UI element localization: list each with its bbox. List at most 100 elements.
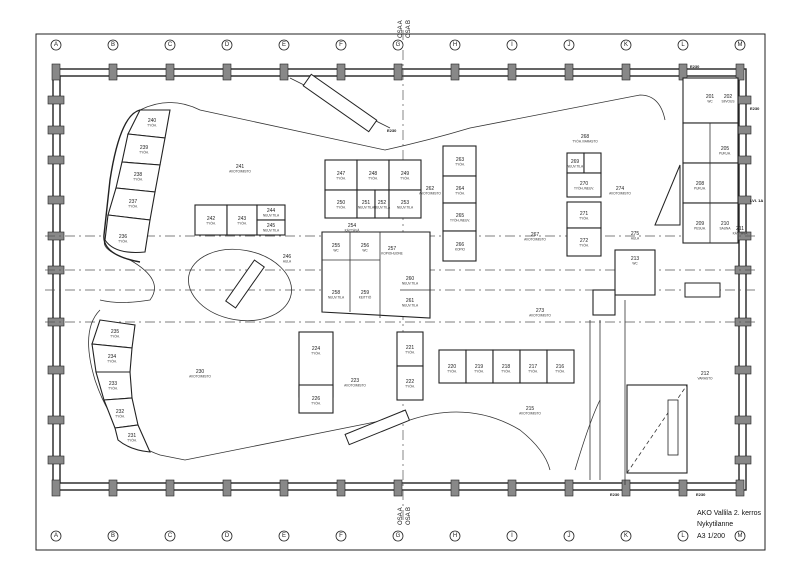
room-number: 268: [581, 134, 590, 140]
grid-marker-circle: [50, 530, 62, 542]
room-number: 231: [128, 433, 137, 439]
room-number: 253: [401, 200, 410, 206]
room-number: 237: [129, 199, 138, 205]
grid-marker-label: J: [568, 42, 571, 48]
room-number: 263: [456, 157, 465, 163]
room-name: NEUV.TILA: [263, 229, 280, 233]
grid-marker-label: J: [568, 533, 571, 539]
column: [165, 63, 175, 81]
grid-marker-label: B: [111, 533, 115, 539]
grid-marker-label: E: [282, 533, 286, 539]
room-number: 233: [109, 381, 118, 387]
room-name: TYÖH.: [528, 370, 538, 374]
room-name: TYÖH.: [147, 124, 157, 128]
title-line-2: Nykytilanne: [697, 521, 733, 528]
grid-marker-label: F: [339, 533, 343, 539]
room-number: 241: [236, 164, 245, 170]
column: [165, 479, 175, 497]
grid-marker-label: H: [453, 533, 457, 539]
room-number: 212: [701, 371, 710, 377]
room-number: 245: [267, 223, 276, 229]
room-number: 249: [401, 171, 410, 177]
column: [450, 479, 460, 497]
room-name: TYÖH.: [336, 206, 346, 210]
room-number: 211: [736, 226, 744, 232]
room-name: AULA: [631, 237, 640, 241]
grid-marker-label: F: [339, 42, 343, 48]
grid-marker-circle: [506, 39, 518, 51]
column: [507, 63, 517, 81]
room-name: NEUV.TILA: [263, 214, 280, 218]
column: [564, 479, 574, 497]
room-name: TYÖH.: [368, 177, 378, 181]
grid-marker-label: G: [396, 533, 401, 539]
column: [51, 63, 61, 81]
grid-marker-label: I: [511, 533, 513, 539]
column: [734, 415, 752, 425]
room-number: 260: [406, 276, 415, 282]
room-number: 244: [267, 208, 276, 214]
room-number: 239: [140, 145, 149, 151]
grid-marker-label: D: [225, 533, 230, 539]
room-name: PESUH.: [694, 227, 706, 231]
room-number: 205: [721, 146, 730, 152]
column: [108, 63, 118, 81]
room-block-269-272: [566, 152, 602, 257]
room-name: WC: [632, 262, 638, 266]
room-block-216-220: [438, 349, 575, 384]
column: [47, 95, 65, 105]
room-number: 218: [502, 364, 511, 370]
room-block-224-226: [298, 331, 334, 414]
room-name: KÄYTÄVÄ: [345, 229, 361, 233]
grid-marker-label: G: [396, 42, 401, 48]
grid-marker-circle: [278, 530, 290, 542]
column: [735, 63, 745, 81]
grid-marker-circle: [392, 530, 404, 542]
room-block-221-222: [396, 331, 424, 401]
room-number: 208: [696, 181, 705, 187]
level-mark: E230: [750, 106, 760, 111]
room-name: KEITTIÖ: [359, 296, 372, 300]
grid-marker-label: K: [624, 42, 628, 48]
room-name: TYÖH./VARASTO: [572, 140, 598, 144]
room-name: NEUV.TILA: [374, 206, 391, 210]
column: [678, 479, 688, 497]
room-name: TYÖH.: [579, 244, 589, 248]
column: [734, 365, 752, 375]
room-name: AVOTOIMISTO: [189, 375, 211, 379]
column: [108, 479, 118, 497]
room-number: 251: [362, 200, 371, 206]
column: [734, 455, 752, 465]
grid-marker-label: H: [453, 42, 457, 48]
room-name: TYÖH.: [127, 439, 137, 443]
room-block-263-266: [442, 145, 477, 262]
room-name: TYÖH.: [206, 222, 216, 226]
room-name: NEUV.TILA: [402, 282, 419, 286]
room-name: AVOTOIMISTO: [229, 170, 251, 174]
title-line-3: A3 1/200: [697, 533, 725, 540]
grid-marker-circle: [335, 530, 347, 542]
room-block-212: [626, 384, 688, 474]
room-number: 217: [529, 364, 538, 370]
room-number: 250: [337, 200, 346, 206]
drawing-border: [35, 33, 766, 551]
room-number: 247: [337, 171, 346, 177]
room-number: 222: [406, 379, 415, 385]
column: [393, 63, 403, 81]
grid-marker-circle: [449, 39, 461, 51]
room-name: TYÖH.: [405, 385, 415, 389]
grid-marker-label: L: [681, 42, 685, 48]
grid-marker-circle: [620, 39, 632, 51]
grid-marker-circle: [107, 39, 119, 51]
grid-marker-label: I: [511, 42, 513, 48]
room-number: 252: [378, 200, 387, 206]
room-name: AVOTOIMISTO: [609, 192, 631, 196]
room-name: TYÖH.: [455, 192, 465, 196]
room-name: TYÖH.: [311, 352, 321, 356]
room-name: AVOTOIMISTO: [524, 238, 546, 242]
room-number: 209: [696, 221, 705, 227]
room-number: 271: [580, 211, 589, 217]
room-name: PUKUH.: [719, 152, 731, 156]
room-name: SIIVOUS: [722, 100, 735, 104]
